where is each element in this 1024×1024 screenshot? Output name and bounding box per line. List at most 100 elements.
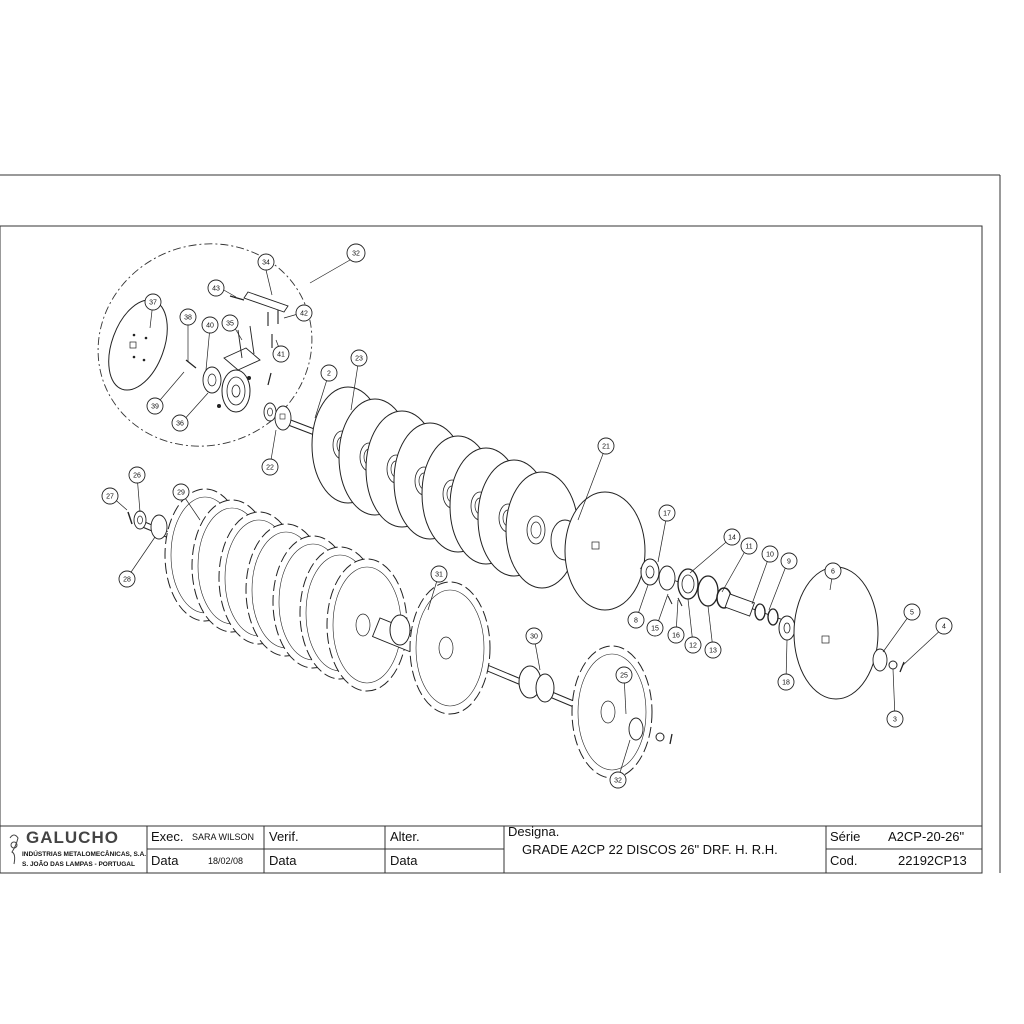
svg-text:40: 40 — [206, 323, 214, 330]
callout-6: 6 — [824, 562, 842, 580]
callout-23: 23 — [350, 349, 368, 367]
svg-text:11: 11 — [745, 544, 752, 551]
svg-text:9: 9 — [787, 559, 791, 566]
callout-14: 14 — [723, 528, 741, 546]
callout-31: 31 — [430, 565, 448, 583]
end-disc-6 — [793, 566, 905, 700]
verif-label: Verif. — [269, 829, 299, 844]
callout-17: 17 — [658, 504, 676, 522]
svg-text:36: 36 — [176, 421, 184, 428]
svg-text:42: 42 — [300, 311, 308, 318]
company-line-2: S. JOÃO DAS LAMPAS - PORTUGAL — [22, 861, 135, 868]
svg-text:43: 43 — [212, 286, 220, 293]
callout-22: 22 — [261, 458, 279, 476]
callout-37: 37 — [144, 293, 162, 311]
svg-text:28: 28 — [123, 577, 131, 584]
svg-text:8: 8 — [634, 618, 638, 625]
callout-16: 16 — [667, 626, 685, 644]
svg-text:32: 32 — [352, 251, 360, 258]
svg-text:29: 29 — [177, 490, 185, 497]
svg-text:5: 5 — [910, 610, 914, 617]
svg-text:38: 38 — [184, 315, 192, 322]
designa-label: Designa. — [508, 824, 560, 839]
callout-13: 13 — [704, 641, 722, 659]
cod-label: Cod. — [830, 853, 858, 868]
callout-35: 35 — [221, 314, 239, 332]
callout-43: 43 — [207, 279, 225, 297]
svg-text:26: 26 — [133, 473, 141, 480]
callout-25: 25 — [615, 666, 633, 684]
svg-text:18: 18 — [782, 680, 790, 687]
svg-text:2: 2 — [327, 371, 331, 378]
serie-label: Série — [830, 829, 861, 844]
svg-text:41: 41 — [277, 352, 285, 359]
svg-text:31: 31 — [435, 572, 443, 579]
callout-28: 28 — [118, 570, 136, 588]
galucho-logo-icon — [9, 834, 19, 865]
callout-21: 21 — [597, 437, 615, 455]
cod-value: 22192CP13 — [898, 853, 967, 868]
company-line-1: INDÚSTRIAS METALOMECÂNICAS, S.A. — [22, 851, 147, 858]
callout-29: 29 — [172, 483, 190, 501]
callout-42: 42 — [295, 304, 313, 322]
callout-38: 38 — [179, 308, 197, 326]
svg-text:34: 34 — [262, 260, 270, 267]
callout-36: 36 — [171, 414, 189, 432]
svg-text:14: 14 — [728, 535, 736, 542]
svg-text:16: 16 — [672, 633, 680, 640]
callout-5: 5 — [903, 603, 921, 621]
designation-value: GRADE A2CP 22 DISCOS 26" DRF. H. R.H. — [522, 842, 778, 857]
svg-text:17: 17 — [663, 511, 671, 518]
svg-text:13: 13 — [709, 648, 717, 655]
callout-30: 30 — [525, 627, 543, 645]
callout-39: 39 — [146, 397, 164, 415]
callout-11: 11 — [740, 537, 758, 555]
callout-26: 26 — [128, 466, 146, 484]
callout-27: 27 — [101, 487, 119, 505]
data-value: 18/02/08 — [208, 856, 244, 866]
callout-bubbles: 32 34 43 42 37 38 40 35 41 39 36 23 2 22… — [101, 243, 953, 789]
notched-disc-gang — [127, 488, 673, 779]
data-label: Data — [151, 853, 179, 868]
exec-value: SARA WILSON — [192, 832, 255, 842]
svg-text:3: 3 — [893, 717, 897, 724]
verif-data-label: Data — [269, 853, 297, 868]
svg-text:21: 21 — [602, 444, 610, 451]
svg-text:15: 15 — [651, 626, 659, 633]
svg-text:25: 25 — [620, 673, 628, 680]
svg-text:22: 22 — [266, 465, 274, 472]
callout-15: 15 — [646, 619, 664, 637]
callout-10: 10 — [761, 545, 779, 563]
title-block-grid — [0, 825, 982, 873]
serie-value: A2CP-20-26" — [888, 829, 965, 844]
callout-32b: 32 — [609, 771, 627, 789]
svg-text:4: 4 — [942, 624, 946, 631]
svg-text:30: 30 — [530, 634, 538, 641]
callout-40: 40 — [201, 316, 219, 334]
svg-text:37: 37 — [149, 300, 157, 307]
detail-group-32 — [97, 243, 313, 447]
callout-41: 41 — [272, 345, 290, 363]
callout-4: 4 — [935, 617, 953, 635]
svg-text:35: 35 — [226, 321, 234, 328]
bearing-assembly — [639, 558, 801, 641]
callout-9: 9 — [780, 552, 798, 570]
callout-3: 3 — [886, 710, 904, 728]
svg-text:12: 12 — [689, 643, 697, 650]
callout-12: 12 — [684, 636, 702, 654]
alter-label: Alter. — [390, 829, 420, 844]
plain-disc-gang — [263, 386, 646, 611]
svg-text:32: 32 — [614, 778, 622, 785]
svg-text:23: 23 — [355, 356, 363, 363]
callout-18: 18 — [777, 673, 795, 691]
exec-label: Exec. — [151, 829, 184, 844]
svg-text:39: 39 — [151, 404, 159, 411]
svg-text:10: 10 — [766, 552, 774, 559]
callout-8: 8 — [627, 611, 645, 629]
svg-text:27: 27 — [106, 494, 114, 501]
callout-2: 2 — [320, 364, 338, 382]
company-name: GALUCHO — [26, 828, 119, 847]
callout-32a: 32 — [346, 243, 366, 263]
svg-text:6: 6 — [831, 569, 835, 576]
